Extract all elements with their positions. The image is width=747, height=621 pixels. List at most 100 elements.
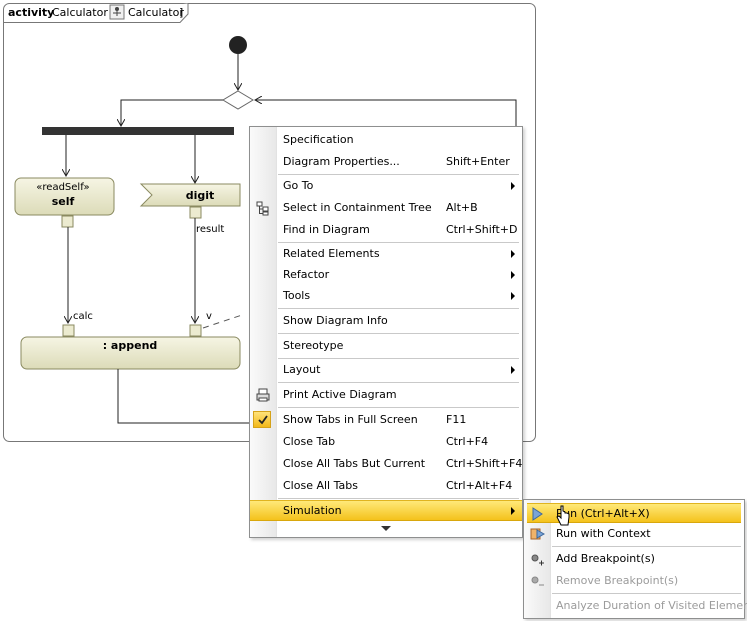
menu-item-label: Close All Tabs [283,479,358,492]
menu-item-label: Specification [283,133,354,146]
menu-item-shortcut: Ctrl+Shift+F4 [446,457,523,470]
menu-item-layout[interactable]: Layout [250,360,522,380]
menu-item-diagram-properties[interactable]: Diagram Properties... Shift+Enter [250,152,522,172]
menu-item-label: Layout [283,363,321,376]
context-menu-icon-gutter [250,127,277,537]
activity-type-icon [109,4,125,20]
menu-item-find-in-diagram[interactable]: Find in Diagram Ctrl+Shift+D [250,220,522,240]
append-action-node[interactable] [20,336,241,370]
submenu-item-analyze-duration[interactable]: Analyze Duration of Visited Elements [524,596,747,616]
menu-item-shortcut: Alt+B [446,201,478,214]
menu-item-label: Run (Ctrl+Alt+X) [556,507,650,520]
checkmark-icon [258,415,268,425]
menu-separator [278,174,519,175]
menu-separator [278,333,519,334]
print-icon [256,388,270,402]
menu-item-close-tab[interactable]: Close Tab Ctrl+F4 [250,432,522,452]
menu-separator [278,308,519,309]
menu-item-label: Remove Breakpoint(s) [556,574,679,587]
digit-accept-event-node[interactable] [139,183,241,207]
menu-item-simulation[interactable]: Simulation [250,500,522,521]
menu-item-shortcut: Ctrl+Shift+D [446,223,518,236]
remove-breakpoint-icon [531,576,544,586]
submenu-item-run-with-context[interactable]: Run with Context [524,524,744,544]
flow-merge-to-fork[interactable] [121,99,223,126]
scroll-down-icon[interactable] [381,526,391,531]
menu-item-show-diagram-info[interactable]: Show Diagram Info [250,311,522,331]
menu-separator [278,498,519,499]
menu-item-label: Run with Context [556,527,651,540]
menu-item-label: Show Diagram Info [283,314,388,327]
context-menu[interactable]: Specification Diagram Properties... Shif… [249,126,523,538]
merge-node[interactable] [222,90,254,110]
menu-item-print-active-diagram[interactable]: Print Active Diagram [250,385,522,405]
menu-item-label: Simulation [283,504,342,517]
menu-item-specification[interactable]: Specification [250,130,522,150]
flow-append-to-loop[interactable] [117,369,252,424]
append-v-pin[interactable] [189,324,202,337]
submenu-item-run[interactable]: Run (Ctrl+Alt+X) [527,503,741,523]
frame-type-name: Calculator [128,6,184,19]
menu-item-label: Stereotype [283,339,344,352]
submenu-arrow-icon [511,182,515,190]
digit-result-pin[interactable] [189,206,202,219]
menu-item-label: Go To [283,179,314,192]
menu-item-label: Show Tabs in Full Screen [283,413,418,426]
menu-separator [278,358,519,359]
menu-item-label: Find in Diagram [283,223,370,236]
digit-node-name: digit [186,189,215,202]
menu-item-label: Refactor [283,268,330,281]
frame-name: Calculator [ [52,6,116,19]
append-node-name: : append [103,339,158,352]
menu-item-refactor[interactable]: Refactor [250,265,522,285]
submenu-arrow-icon [511,292,515,300]
submenu-arrow-icon [511,271,515,279]
menu-item-shortcut: F11 [446,413,467,426]
menu-item-label: Related Elements [283,247,380,260]
menu-item-label: Close All Tabs But Current [283,457,426,470]
frame-heading-tab [3,3,189,23]
menu-item-label: Print Active Diagram [283,388,397,401]
add-breakpoint-icon [531,554,544,566]
fork-bar[interactable] [42,127,234,135]
menu-separator [552,593,741,594]
menu-item-tools[interactable]: Tools [250,286,522,306]
self-node-name: self [52,195,75,208]
menu-item-go-to[interactable]: Go To [250,176,522,196]
append-calc-pin-label: calc [73,311,93,322]
menu-item-label: Analyze Duration of Visited Elements [556,599,747,612]
dashed-connector[interactable] [202,314,243,329]
frame-closing-bracket: ] [179,6,183,19]
menu-item-shortcut: Ctrl+Alt+F4 [446,479,513,492]
self-action-node[interactable] [14,177,115,216]
menu-item-label: Diagram Properties... [283,155,400,168]
submenu-arrow-icon [511,507,515,515]
menu-item-label: Select in Containment Tree [283,201,432,214]
menu-item-shortcut: Ctrl+F4 [446,435,489,448]
append-v-pin-label: v [206,311,212,322]
menu-item-close-all-tabs[interactable]: Close All Tabs Ctrl+Alt+F4 [250,476,522,496]
menu-separator [278,407,519,408]
digit-result-pin-label: result [196,224,224,235]
containment-tree-icon [256,201,269,216]
submenu-item-remove-breakpoints[interactable]: Remove Breakpoint(s) [524,571,744,591]
menu-separator [278,382,519,383]
submenu-arrow-icon [511,250,515,258]
self-output-pin[interactable] [61,215,74,228]
menu-item-close-all-tabs-but-current[interactable]: Close All Tabs But Current Ctrl+Shift+F4 [250,454,522,474]
menu-item-related-elements[interactable]: Related Elements [250,244,522,264]
append-calc-pin[interactable] [62,324,75,337]
menu-item-select-in-containment-tree[interactable]: Select in Containment Tree Alt+B [250,198,522,218]
submenu-item-add-breakpoints[interactable]: Add Breakpoint(s) [524,549,744,569]
menu-item-shortcut: Shift+Enter [446,155,510,168]
submenu-arrow-icon [511,366,515,374]
menu-separator [552,546,741,547]
menu-item-show-tabs-in-full-screen[interactable]: Show Tabs in Full Screen F11 [250,410,522,430]
menu-item-stereotype[interactable]: Stereotype [250,336,522,356]
frame-keyword: activity [8,6,54,19]
flow-loop-back[interactable] [255,100,517,127]
run-with-context-icon [530,528,545,540]
mouse-cursor-icon [556,505,570,526]
initial-node[interactable] [229,36,247,54]
menu-separator [278,242,519,243]
